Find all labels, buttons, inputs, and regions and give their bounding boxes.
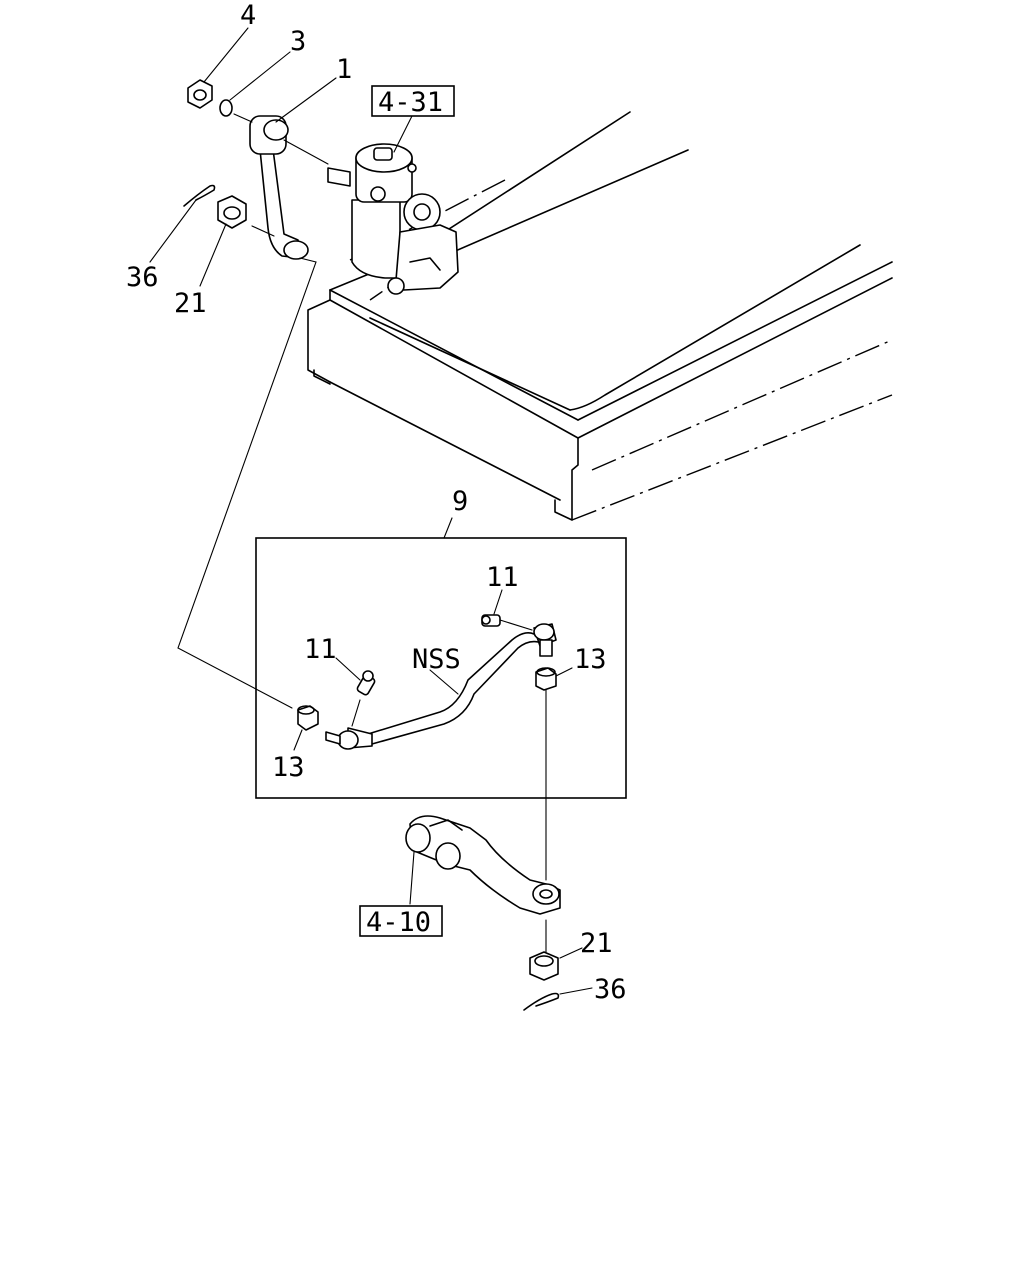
- callout-leaders: [149, 27, 593, 995]
- dust-boot-left: [297, 705, 319, 731]
- callout-11-right: 11: [486, 562, 519, 593]
- ref-4-31-label: 4-31: [378, 87, 443, 118]
- steering-gear: [327, 143, 459, 295]
- callout-13-left: 13: [272, 752, 305, 783]
- assembly-9-box: [255, 537, 627, 799]
- pitman-arm: [249, 115, 329, 260]
- callout-36-top: 36: [126, 262, 159, 293]
- hardware-bottom: [523, 951, 560, 1011]
- grease-fitting-right: [481, 614, 533, 631]
- drag-link: [325, 623, 557, 750]
- callout-36-bottom: 36: [594, 974, 627, 1005]
- knuckle-arm: [405, 815, 561, 915]
- ref-4-10-label: 4-10: [366, 907, 431, 938]
- dust-boot-right: [535, 667, 557, 691]
- chassis-frame: [307, 111, 893, 521]
- callout-13-right: 13: [574, 644, 607, 675]
- callout-4: 4: [240, 0, 256, 31]
- ref-4-31-box: 4-31: [371, 85, 455, 118]
- grease-fitting-left: [351, 670, 376, 727]
- callout-3: 3: [290, 26, 306, 57]
- hardware-top: [183, 79, 275, 237]
- ref-4-10-box: 4-10: [359, 905, 443, 938]
- callout-11-left: 11: [304, 634, 337, 665]
- assembly-leader-lines: [177, 257, 547, 953]
- callout-9: 9: [452, 486, 468, 517]
- callout-1: 1: [336, 54, 352, 85]
- callout-21-bottom: 21: [580, 928, 613, 959]
- nss-note: NSS: [412, 644, 461, 675]
- callout-21-top: 21: [174, 288, 207, 319]
